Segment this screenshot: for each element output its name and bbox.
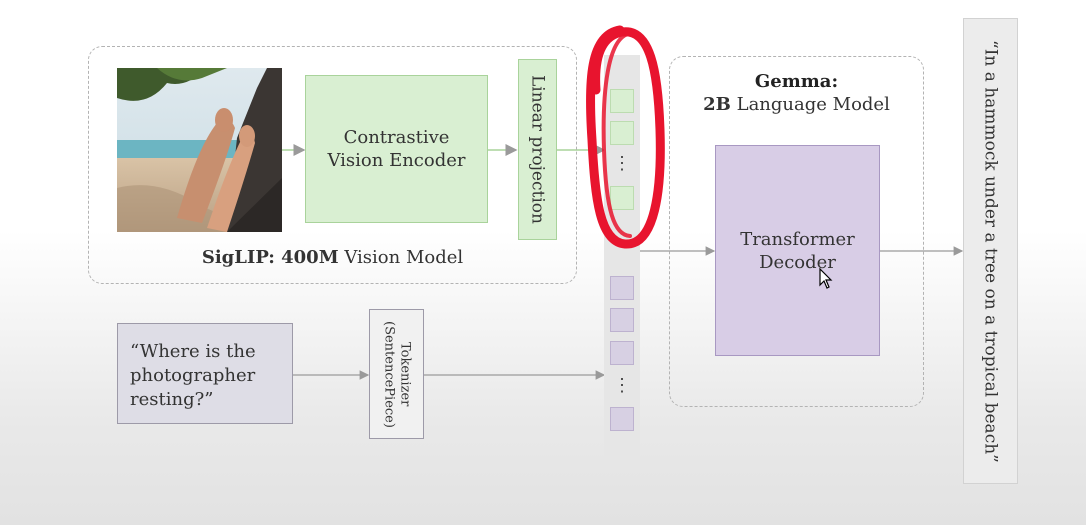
text-token: [610, 276, 634, 300]
text-token: [610, 308, 634, 332]
linear-projection-box: Linear projection: [518, 59, 557, 240]
image-token: [610, 89, 634, 113]
language-model-title: Gemma:: [754, 71, 839, 92]
linear-projection-label: Linear projection: [527, 75, 548, 224]
image-token-ellipsis: ⋮: [613, 152, 631, 174]
image-token: [610, 121, 634, 145]
tokenizer-box: Tokenizer (SentencePiece): [369, 309, 424, 439]
language-model-type: Language Model: [730, 94, 890, 115]
vision-encoder-box: Contrastive Vision Encoder: [305, 75, 488, 223]
vision-model-name: SigLIP: 400M: [201, 247, 339, 268]
input-photo: [117, 68, 282, 232]
text-token: [610, 407, 634, 431]
prompt-box: “Where is the photographer resting?”: [117, 323, 293, 424]
vision-model-caption: SigLIP: 400M Vision Model: [88, 247, 577, 268]
language-model-subtitle: 2B Language Model: [669, 94, 924, 115]
output-text: “In a hammock under a tree on a tropical…: [980, 39, 1001, 463]
text-token: [610, 341, 634, 365]
tokenizer-label: Tokenizer (SentencePiece): [381, 320, 413, 428]
vision-encoder-label: Contrastive Vision Encoder: [327, 127, 466, 171]
language-model-size: 2B: [703, 94, 731, 115]
language-model-container: [669, 56, 924, 407]
text-token-ellipsis: ⋮: [613, 374, 631, 396]
vision-model-container: [88, 46, 577, 284]
vision-model-type: Vision Model: [338, 247, 464, 268]
prompt-text: “Where is the photographer resting?”: [130, 341, 256, 410]
transformer-decoder-box: Transformer Decoder: [715, 145, 880, 356]
image-token: [610, 186, 634, 210]
transformer-decoder-label: Transformer Decoder: [740, 228, 855, 273]
red-circle-annotation: [585, 25, 665, 249]
mouse-cursor-icon: [819, 268, 833, 289]
output-box: “In a hammock under a tree on a tropical…: [963, 18, 1018, 484]
